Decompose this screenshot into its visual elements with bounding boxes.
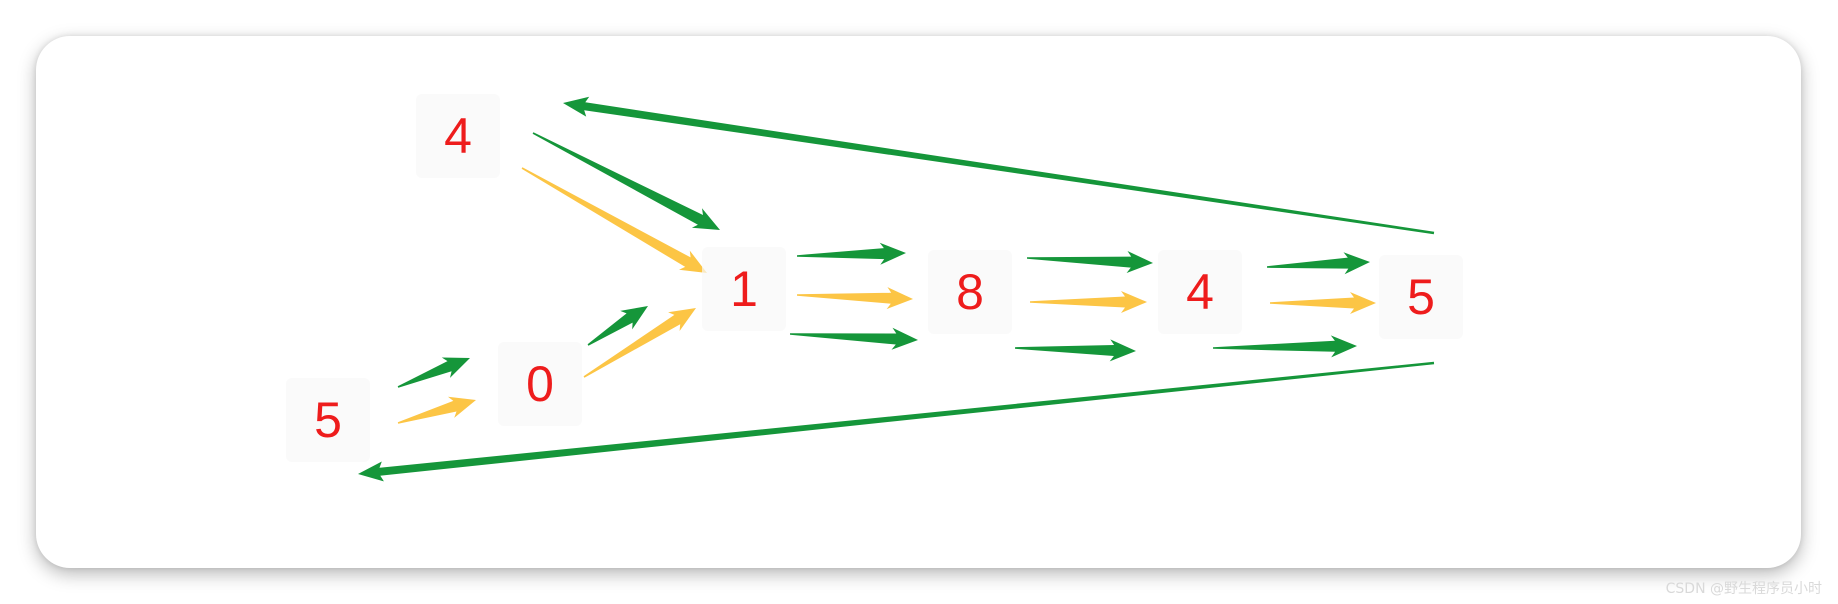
watermark: CSDN @野生程序员小时 <box>1665 581 1822 597</box>
arrow-8-to-4-yellow <box>1030 291 1147 313</box>
arrow-4-to-1-green <box>532 132 720 230</box>
node-4-right: 4 <box>1158 250 1242 334</box>
arrow-1-to-8-yellow <box>797 287 913 310</box>
diagram-card <box>36 36 1801 568</box>
arrow-0-to-1-green <box>587 306 648 346</box>
arrow-1-to-8-green-bottom <box>790 327 918 350</box>
arrow-8-to-4-green-top <box>1027 251 1153 273</box>
arrow-5-to-0-yellow <box>397 396 476 424</box>
arrow-1-to-8-green-top <box>797 242 906 265</box>
arrow-0-to-1-yellow <box>583 308 696 378</box>
arrow-5-return-to-4-top <box>563 96 1435 235</box>
arrow-5-return-to-5-left <box>358 361 1435 482</box>
arrow-4-to-1-yellow <box>521 167 707 273</box>
node-4-top: 4 <box>416 94 500 178</box>
node-8: 8 <box>928 250 1012 334</box>
node-5-left: 5 <box>286 378 370 462</box>
arrow-4-to-5-green-top <box>1267 252 1370 275</box>
node-0: 0 <box>498 342 582 426</box>
node-5-right: 5 <box>1379 255 1463 339</box>
node-1: 1 <box>702 247 786 331</box>
arrow-5-to-0-green <box>397 357 470 388</box>
arrow-4-to-5-yellow <box>1270 292 1376 314</box>
arrow-8-to-4-green-bottom <box>1015 339 1136 362</box>
arrow-4-to-5-green-bottom <box>1213 335 1357 358</box>
